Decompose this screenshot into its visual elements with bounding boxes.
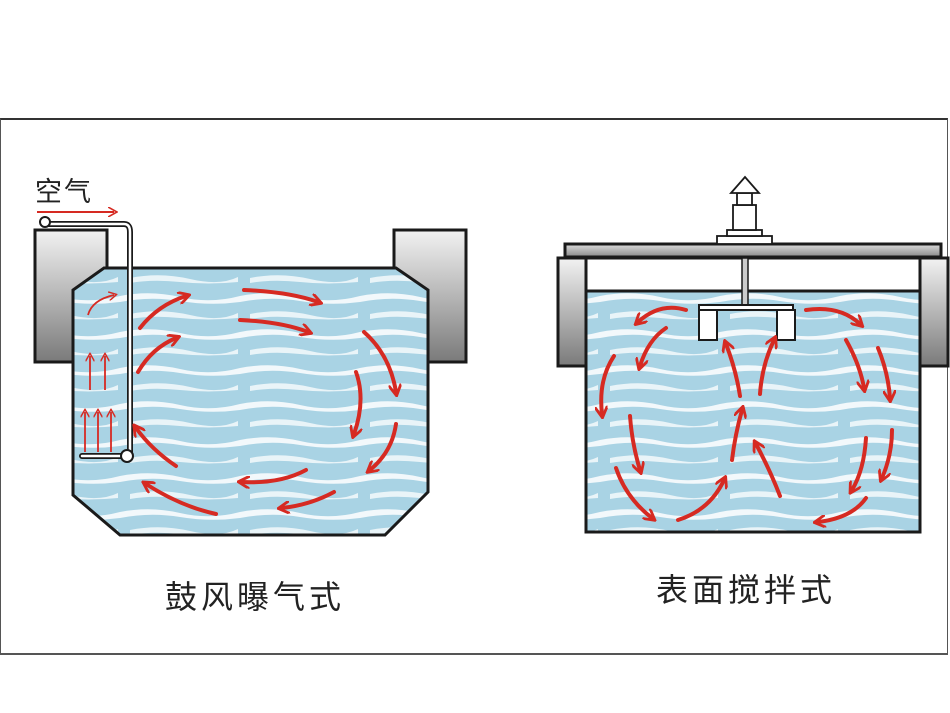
tank-top-space <box>584 256 922 293</box>
motor-unit <box>716 175 773 245</box>
circulation-arrows-left <box>136 288 396 516</box>
diffuser-bar <box>79 449 134 463</box>
air-label: 空气 <box>35 177 93 208</box>
right-tank-right-wall <box>918 256 950 368</box>
right-tank-diagram <box>556 175 950 534</box>
air-pipe <box>39 216 133 456</box>
circulation-arrows-right <box>601 305 892 522</box>
diagram-frame <box>0 118 948 655</box>
caption-surface-aeration: 表面搅拌式 <box>656 571 837 609</box>
bubble-arrows <box>85 295 114 452</box>
right-tank-left-wall <box>556 256 588 368</box>
caption-blower-aeration: 鼓风曝气式 <box>165 578 346 616</box>
impeller <box>698 304 796 341</box>
left-water-body <box>71 266 430 537</box>
bridge-beam <box>563 242 943 259</box>
left-tank-diagram <box>33 212 468 537</box>
impeller-shaft <box>741 257 749 306</box>
right-water-body <box>584 289 922 534</box>
